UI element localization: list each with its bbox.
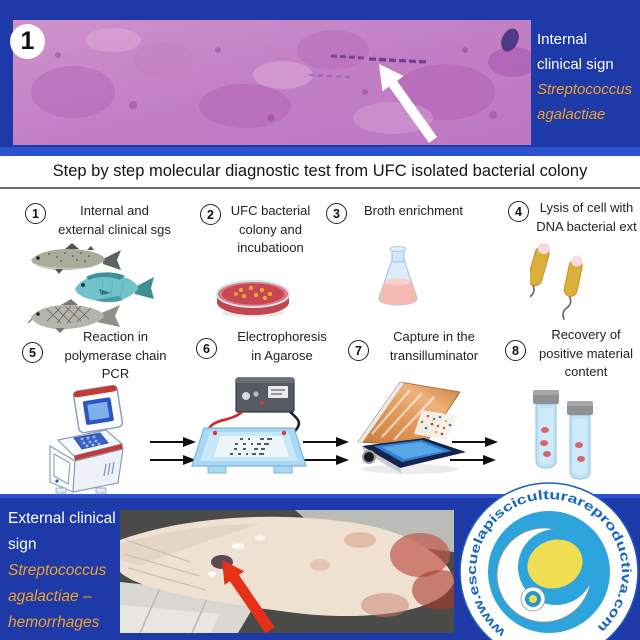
step-label-line: Broth enrichment [364, 203, 463, 218]
step-number-badge: 3 [326, 203, 347, 224]
step-4: 4 Lysis of cell with DNA bacterial ext [508, 199, 638, 328]
steps-panel: 1 Internal and external clinical sgs [0, 189, 640, 494]
carp-fish [27, 299, 120, 333]
step-3: 3 Broth enrichment [326, 202, 474, 319]
step-label-line: incubatioon [237, 240, 304, 255]
step-7: 7 Capture in the transilluminator [348, 328, 493, 481]
logo-yellow-blob [527, 539, 583, 589]
step-label: Internal and external clinical sgs [52, 202, 177, 239]
sample-tubes-icon [530, 388, 640, 485]
divider-strip [0, 494, 640, 498]
top-caption: Internal clinical sign Streptococcus aga… [537, 27, 637, 127]
step-8: 8 Recovery of positive material content [505, 326, 640, 485]
species-name-line: Streptococcus [8, 562, 107, 579]
school-logo: www.escuelapisciculturareproductiva.com [458, 481, 640, 640]
step-label: Electrophoresis in Agarose [223, 328, 341, 365]
step-1: 1 Internal and external clinical sgs [25, 202, 177, 341]
step-label-line: colony and [239, 221, 302, 237]
species-name-line: Streptococcus [537, 81, 633, 98]
step-label: Capture in the transilluminator [375, 328, 493, 365]
step-2: 2 UFC bacterial colony and incubatioon [200, 202, 314, 323]
step-number-badge: 6 [196, 338, 217, 359]
transilluminator-icon [348, 376, 493, 481]
species-name-line: agalactiae [537, 106, 606, 123]
salmon-fish [31, 243, 121, 274]
top-panel: 1 Internal clinical sign Streptococcus a… [0, 0, 640, 156]
step-5: 5 Reaction in polymerase chain PCR [22, 328, 182, 499]
microscopy-texture [13, 20, 531, 145]
step-number-badge: 8 [505, 340, 526, 361]
step-label-line: polymerase chain [64, 347, 167, 363]
step-number-badge: 1 [25, 203, 46, 224]
flow-arrow [150, 455, 196, 465]
gel-bands [230, 438, 272, 455]
bacteria-chain-streak [308, 54, 428, 78]
pointer-arrow-red [222, 560, 275, 633]
species-name-line: agalactiae – [8, 588, 92, 605]
step-label-line: Reaction in [82, 329, 149, 344]
step-label-line: transilluminator [389, 347, 479, 363]
step-label: Reaction in polymerase chain PCR [49, 328, 182, 384]
gel-capture-speckles [420, 414, 452, 436]
step-label: Broth enrichment [353, 202, 474, 224]
flow-arrow [452, 437, 498, 447]
caption-line: External clinical [8, 510, 116, 527]
erlenmeyer-flask-icon [376, 246, 474, 319]
stain-blob [501, 28, 519, 52]
petri-dish-icon [214, 264, 314, 323]
panel-number-badge: 1 [10, 24, 45, 59]
step-label-line: Internal and [80, 203, 149, 218]
flow-arrow [303, 455, 349, 465]
step-label-line: Recovery of [551, 327, 621, 342]
step-label-line: content [564, 364, 608, 379]
caption-line: sign [8, 536, 37, 553]
step-label-line: positive material [539, 345, 633, 361]
microscopy-image [13, 20, 531, 145]
fish-group-icon [25, 241, 177, 341]
electrophoresis-gel-icon [190, 372, 341, 483]
step-number-badge: 5 [22, 342, 43, 363]
step-label-line: Capture in the [393, 329, 475, 344]
caption-line: Internal [537, 31, 588, 48]
species-name-line: hemorrhages [8, 614, 100, 631]
step-label-line: PCR [101, 366, 130, 381]
flow-arrow [150, 437, 196, 447]
step-label: Lysis of cell with DNA bacterial ext [535, 199, 638, 236]
fish-hemorrhage-photo [120, 510, 454, 633]
step-6: 6 Electrophoresis in Agarose [191, 328, 341, 483]
title-bar: Step by step molecular diagnostic test f… [0, 156, 640, 189]
step-label: Recovery of positive material content [532, 326, 640, 382]
title-divider [0, 187, 640, 189]
pcr-thermocycler-icon [44, 384, 182, 499]
step-label-line: DNA bacterial ext [536, 218, 637, 234]
step-label-line: UFC bacterial [230, 203, 311, 218]
pointer-arrow-white [379, 64, 437, 143]
step-label: UFC bacterial colony and incubatioon [227, 202, 314, 258]
page-title: Step by step molecular diagnostic test f… [52, 162, 588, 180]
bottom-caption: External clinical sign Streptococcus aga… [8, 506, 120, 636]
tilapia-fish [75, 272, 154, 303]
step-number-badge: 4 [508, 201, 529, 222]
caption-line: clinical sign [537, 56, 614, 73]
step-label-line: in Agarose [251, 347, 313, 363]
step-label-line: Lysis of cell with [539, 200, 634, 215]
step-label-line: Electrophoresis [237, 329, 327, 344]
step-label-line: external clinical sgs [58, 221, 171, 237]
bacteria-dna-icon [524, 241, 638, 328]
step-number-badge: 7 [348, 340, 369, 361]
bottom-panel: External clinical sign Streptococcus aga… [0, 482, 640, 640]
divider-strip [0, 147, 640, 156]
step-number-badge: 2 [200, 204, 221, 225]
flow-arrow [303, 437, 349, 447]
bacterial-colonies [234, 285, 273, 300]
flow-arrow [450, 455, 496, 465]
